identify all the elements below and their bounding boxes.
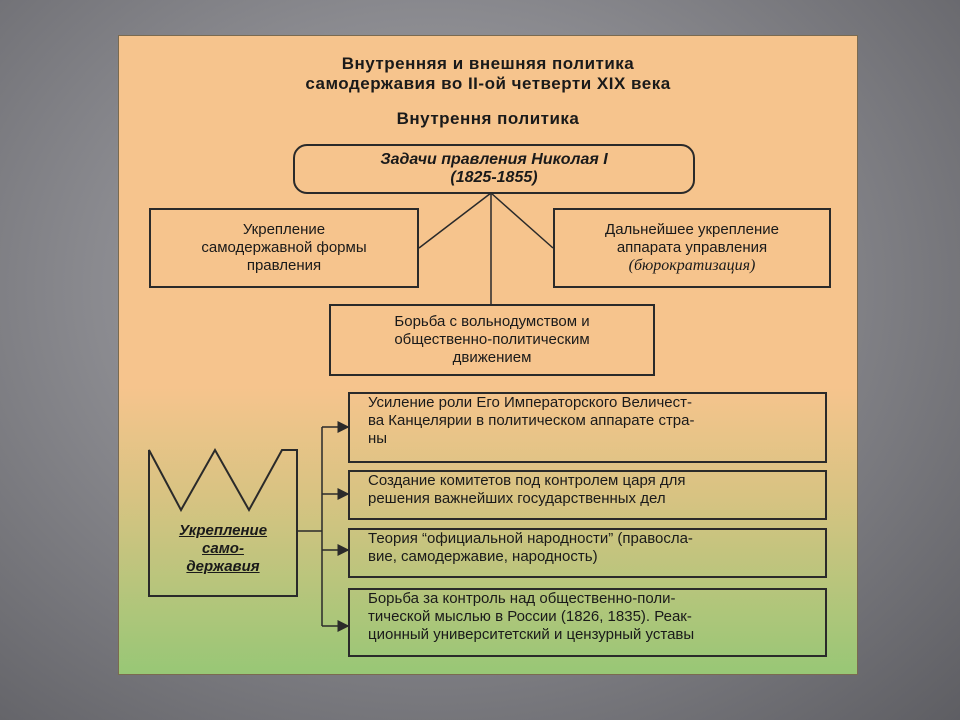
box-autocracy-form: Укрепление самодержавной формы правления [149,208,419,288]
slide-canvas: Внутренняя и внешняя политика самодержав… [118,35,858,675]
connector-lines [148,192,554,632]
crown-outline [148,447,298,597]
box-bureaucracy-line-2: аппарата управления [616,239,768,256]
list-item-3-line-1: Теория “официальной народности” (правосл… [368,530,693,547]
box-bureaucracy-line-1: Дальнейшее укрепление [605,221,779,238]
box-freethinking-line-1: Борьба с вольнодумством и [394,313,590,330]
list-item-4-line-2: тической мыслью в России (1826, 1835). Р… [368,608,692,625]
box-autocracy-form-line-2: самодержавной формы [201,239,367,256]
tasks-box: Задачи правления Николая I (1825-1855) [293,144,695,194]
list-item-3-line-2: вие, самодержавие, народность) [368,548,598,565]
crown-label-line-2: само- [202,540,244,557]
box-freethinking: Борьба с вольнодумством и общественно-по… [329,304,655,376]
list-item-2-line-2: решения важнейших государственных дел [368,490,666,507]
list-item-1-line-3: ны [368,430,388,447]
tasks-title: Задачи правления Николая I [380,151,608,168]
box-autocracy-form-line-3: правления [246,257,322,274]
tasks-years: (1825-1855) [450,169,538,186]
box-bureaucracy-line-3: (бюрократизация) [628,257,756,274]
connector-to-right [490,192,554,249]
list-item-2-line-1: Создание комитетов под контролем царя дл… [368,472,686,489]
crown-label-line-3: державия [186,558,260,575]
box-bureaucracy: Дальнейшее укрепление аппарата управлени… [553,208,831,288]
list-item: Создание комитетов под контролем царя дл… [348,470,827,520]
box-freethinking-line-3: движением [452,349,532,366]
connector-to-left [418,192,492,249]
list-item-1-line-1: Усиление роли Его Императорского Величес… [368,394,693,411]
section-subtitle: Внутрення политика [396,109,580,128]
title-line-1: Внутренняя и внешняя политика [341,54,635,73]
crown-label-line-1: Укрепление [178,522,268,539]
box-freethinking-line-2: общественно-политическим [394,331,590,348]
list-item-1-line-2: ва Канцелярии в политическом аппарате ст… [368,412,695,429]
crown-label: Укрепление само- державия [149,522,297,576]
list-item-4-line-1: Борьба за контроль над общественно-поли- [368,590,676,607]
list-item: Усиление роли Его Императорского Величес… [348,392,827,463]
list-item-4-line-3: ционный университетский и цензурный уста… [368,626,695,643]
list-item: Теория “официальной народности” (правосл… [348,528,827,578]
title-line-2: самодержавия во II-ой четверти XIX века [305,74,671,93]
list-item: Борьба за контроль над общественно-поли-… [348,588,827,657]
box-autocracy-form-line-1: Укрепление [242,221,326,238]
